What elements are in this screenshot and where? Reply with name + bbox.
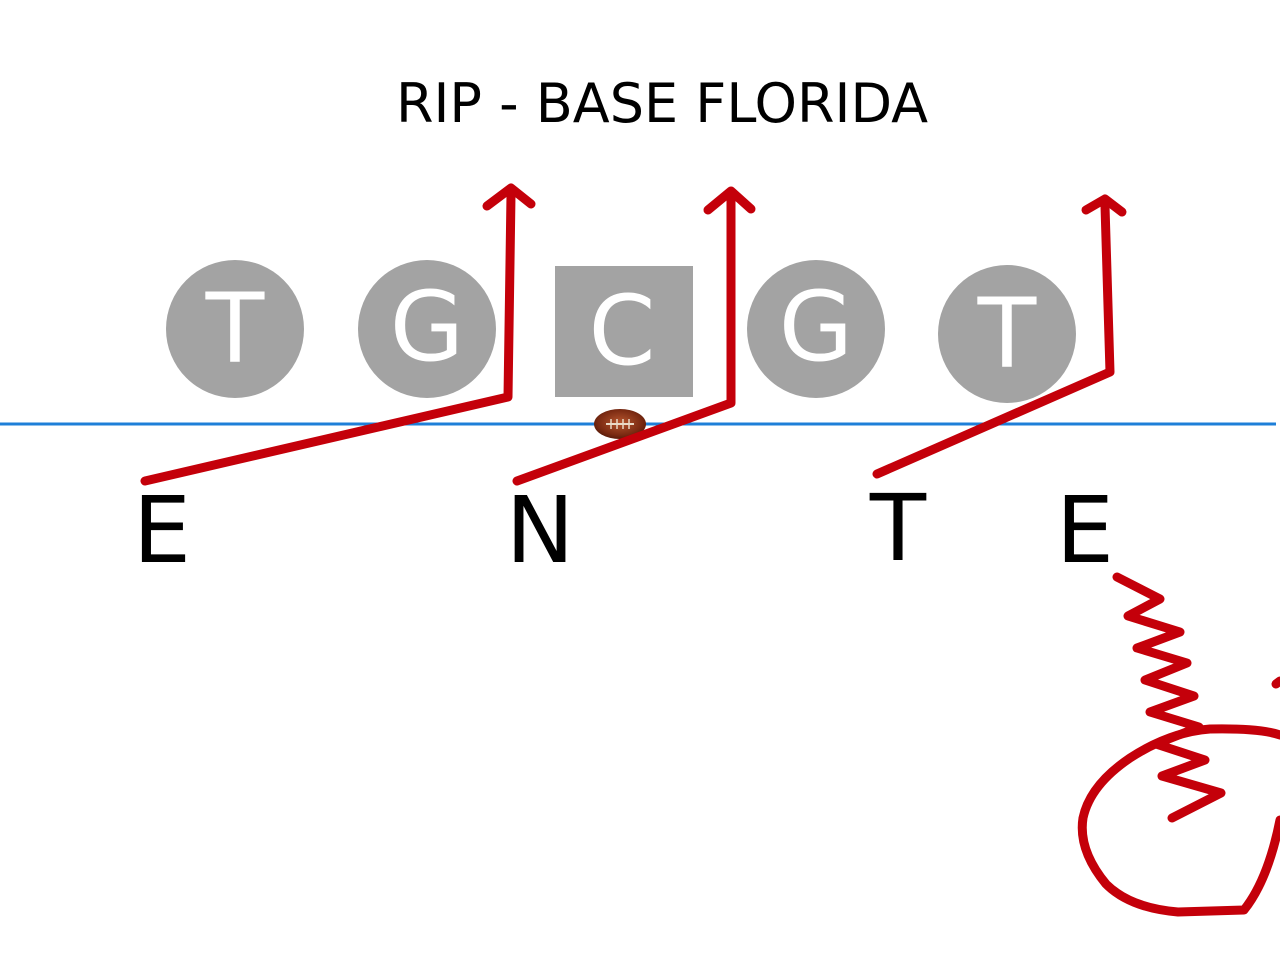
defense-left-end-label: E <box>133 477 191 584</box>
offense-left-tackle-shape <box>166 260 304 398</box>
offensive-line: T G C G T <box>166 260 1076 403</box>
offense-right-tackle-shape <box>938 265 1076 403</box>
defense-tackle-label: T <box>869 475 927 582</box>
offense-left-guard-shape <box>358 260 496 398</box>
route-right-end-loop <box>1077 724 1280 917</box>
route-right-end-zigzag <box>1112 572 1226 823</box>
defense-nose-label: N <box>506 477 575 584</box>
route-left-end-arrowhead <box>482 183 536 211</box>
defense-routes <box>140 183 1280 917</box>
route-tackle-arrowhead <box>1081 194 1127 217</box>
offense-left-tackle-label: T <box>205 273 265 385</box>
offense-center-shape <box>555 266 693 397</box>
offense-right-guard-label: G <box>779 271 853 383</box>
defensive-front: E N T E <box>133 475 1114 584</box>
football-icon <box>594 409 646 439</box>
route-tackle <box>872 201 1115 479</box>
route-right-end-edge-tick <box>1271 676 1280 689</box>
route-left-end <box>140 190 516 486</box>
offense-right-tackle-label: T <box>977 278 1037 390</box>
play-title: RIP - BASE FLORIDA <box>396 72 928 135</box>
defense-right-end-label: E <box>1056 477 1114 584</box>
offense-left-guard-label: G <box>390 271 464 383</box>
route-nose <box>512 193 736 486</box>
offense-right-guard-shape <box>747 260 885 398</box>
route-nose-arrowhead <box>703 186 756 215</box>
offense-center-label: C <box>588 275 655 387</box>
